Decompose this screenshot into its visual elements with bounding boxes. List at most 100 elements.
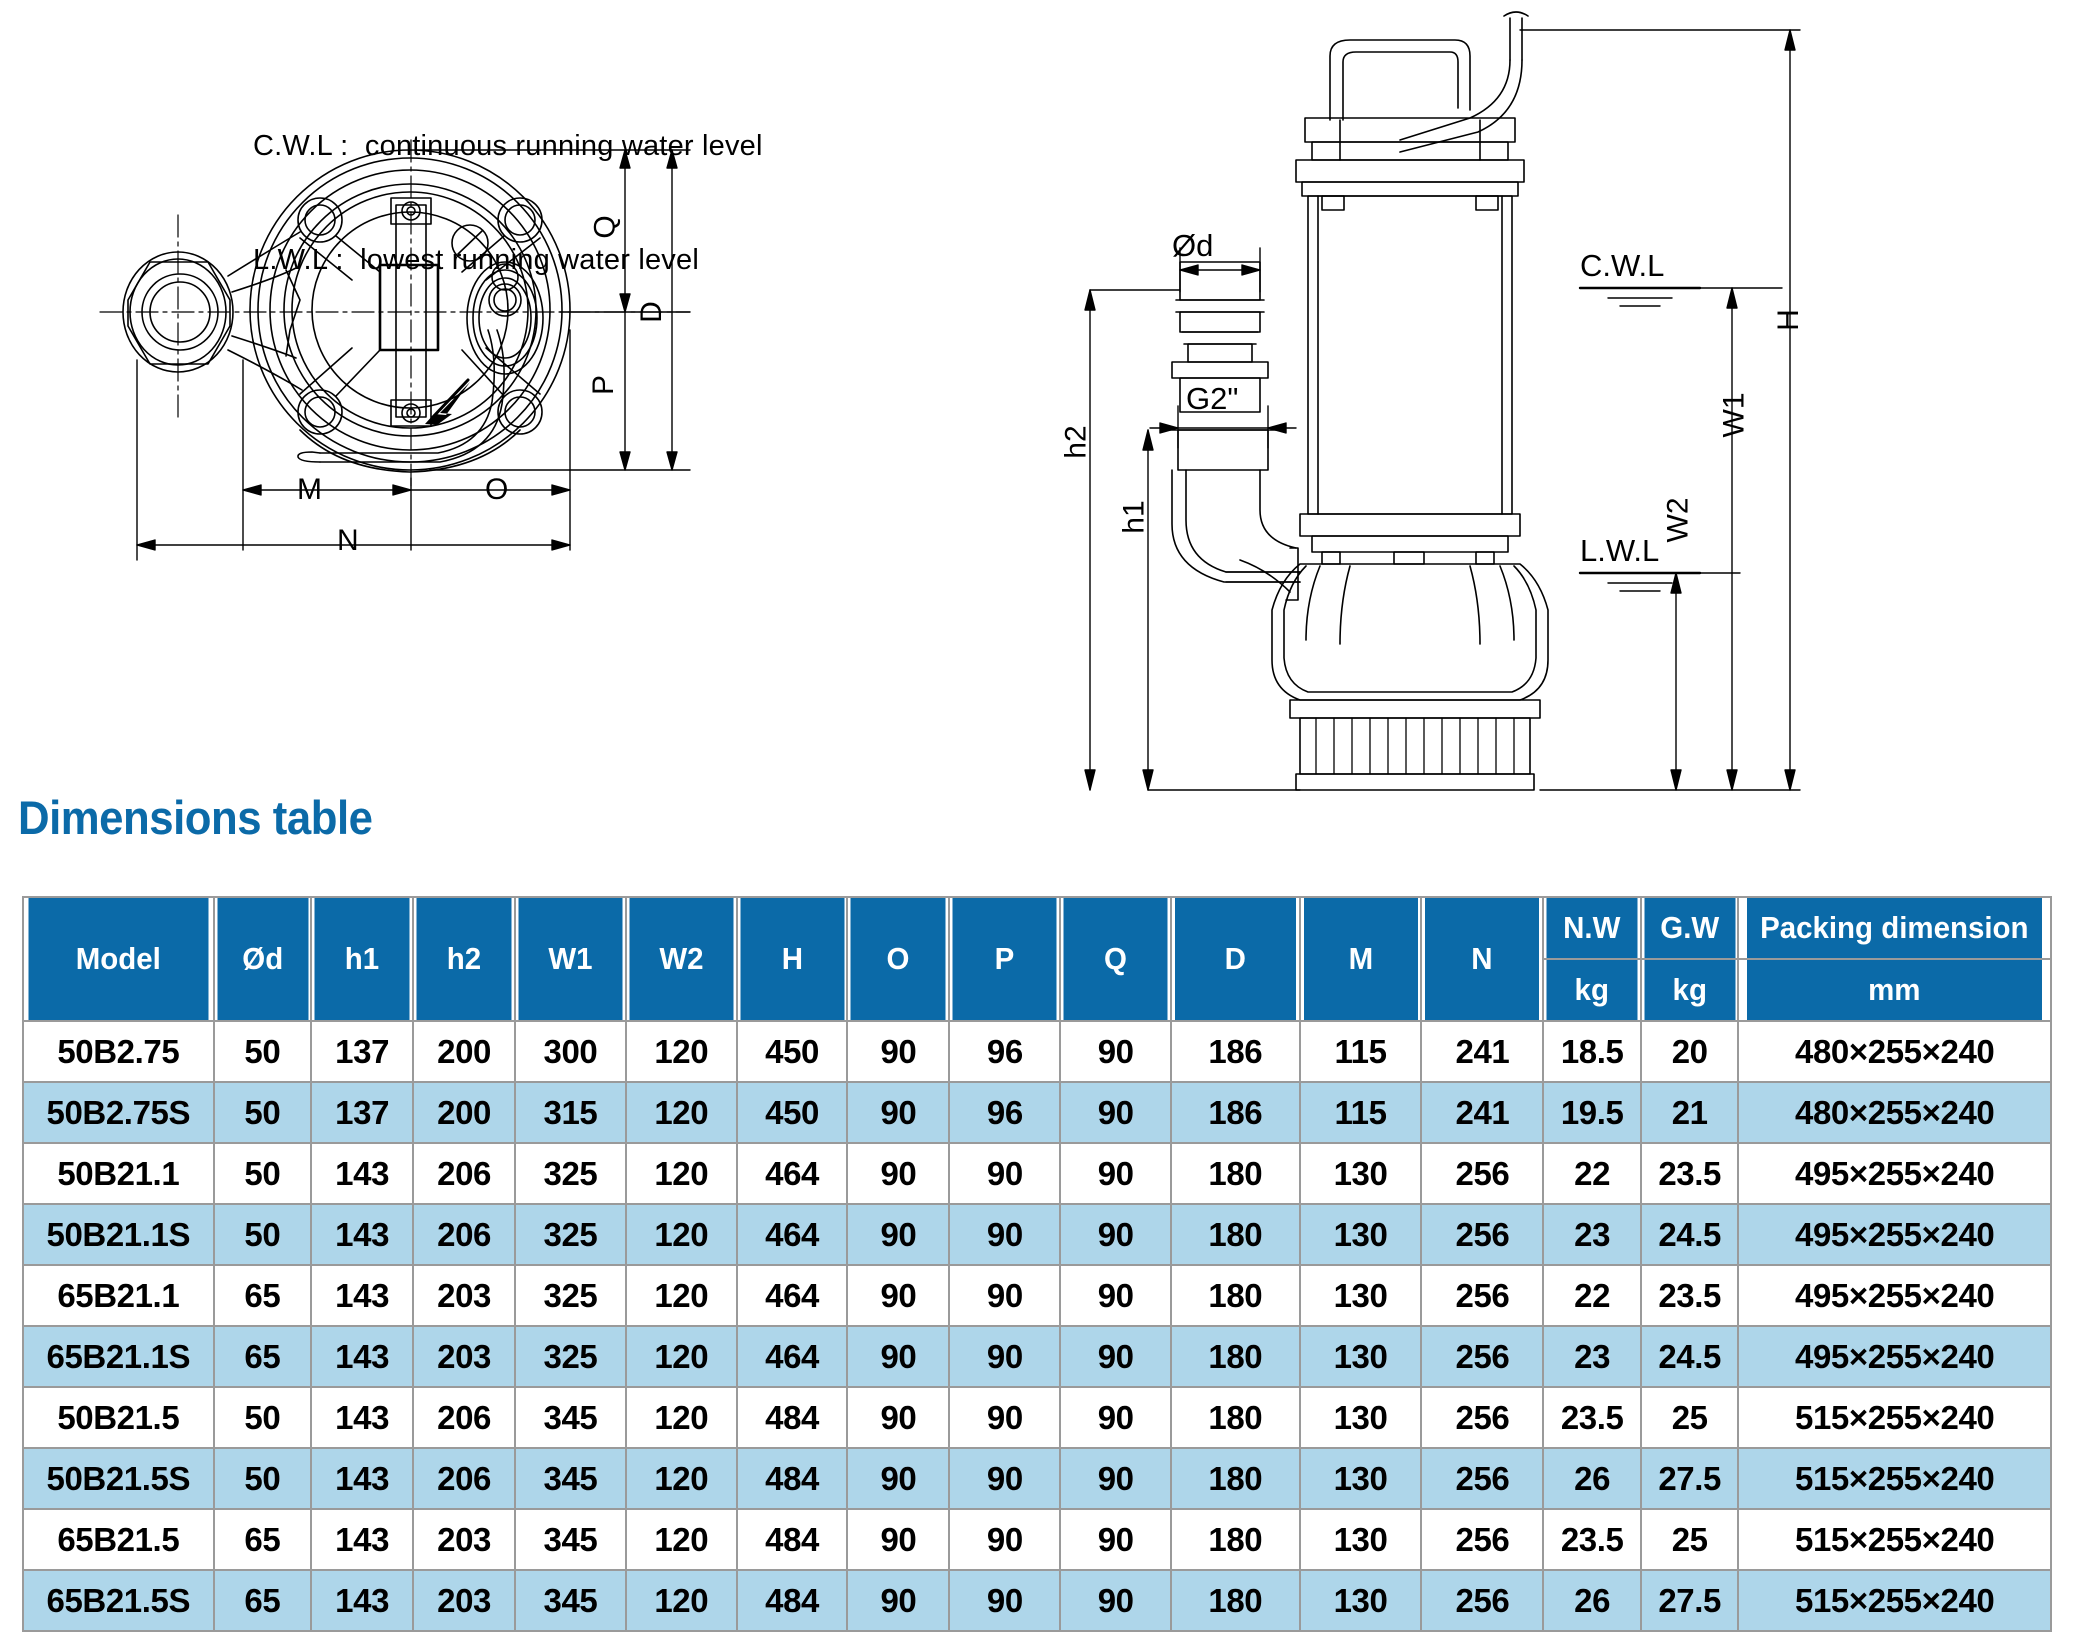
cell-h2: 203 <box>412 1264 517 1327</box>
cell-p: 90 <box>948 1508 1062 1571</box>
cell-packing: 495×255×240 <box>1737 1142 2052 1205</box>
cell-p: 90 <box>948 1386 1062 1449</box>
cell-h1: 137 <box>310 1020 415 1083</box>
cell-od: 50 <box>212 1447 313 1510</box>
cell-p: 90 <box>948 1142 1062 1205</box>
cell-w2: 120 <box>624 1203 738 1266</box>
cell-m: 130 <box>1298 1325 1423 1388</box>
cell-m: 130 <box>1298 1264 1423 1327</box>
cell-n: 241 <box>1420 1020 1545 1083</box>
col-header-m: M <box>1301 896 1420 1022</box>
cell-p: 90 <box>948 1203 1062 1266</box>
cell-n: 256 <box>1420 1386 1545 1449</box>
cell-od: 50 <box>212 1081 313 1144</box>
cell-p: 96 <box>948 1081 1062 1144</box>
cell-p: 90 <box>948 1325 1062 1388</box>
cell-nw: 23 <box>1542 1203 1642 1266</box>
cell-d: 180 <box>1170 1569 1301 1632</box>
header-row-primary: Model Ød h1 h2 W1 W2 H O P Q D M N N.W G… <box>23 896 2051 1022</box>
cell-n: 256 <box>1420 1508 1545 1571</box>
cell-h: 464 <box>735 1325 849 1388</box>
cell-q: 90 <box>1059 1020 1173 1083</box>
cell-o: 90 <box>846 1142 951 1205</box>
cell-h: 484 <box>735 1386 849 1449</box>
cell-h: 450 <box>735 1020 849 1083</box>
cell-h1: 137 <box>310 1081 415 1144</box>
cell-nw: 22 <box>1542 1264 1642 1327</box>
col-header-od: Ød <box>215 896 310 1022</box>
cell-gw: 27.5 <box>1639 1447 1740 1510</box>
cell-w1: 325 <box>514 1203 627 1266</box>
cell-model: 50B2.75S <box>22 1081 215 1144</box>
cell-h: 464 <box>735 1142 849 1205</box>
cell-h: 450 <box>735 1081 849 1144</box>
dim-label-D: D <box>634 301 668 323</box>
table-head: Model Ød h1 h2 W1 W2 H O P Q D M N N.W G… <box>23 896 2051 1022</box>
cell-packing: 495×255×240 <box>1737 1203 2052 1266</box>
cell-nw: 23.5 <box>1542 1386 1642 1449</box>
cell-h2: 206 <box>412 1203 517 1266</box>
level-label-lwl: L.W.L <box>1580 533 1660 568</box>
cell-h2: 206 <box>412 1142 517 1205</box>
cell-h: 464 <box>735 1203 849 1266</box>
cell-w2: 120 <box>624 1325 738 1388</box>
cell-od: 65 <box>212 1325 313 1388</box>
cell-w2: 120 <box>624 1081 738 1144</box>
cell-w2: 120 <box>624 1386 738 1449</box>
dimensions-table-wrapper: Model Ød h1 h2 W1 W2 H O P Q D M N N.W G… <box>22 896 2052 1632</box>
cell-nw: 23.5 <box>1542 1508 1642 1571</box>
cell-d: 180 <box>1170 1142 1301 1205</box>
col-header-w2: W2 <box>627 896 735 1022</box>
dim-label-W2: W2 <box>1661 497 1695 543</box>
dim-label-N: N <box>337 524 359 557</box>
cell-nw: 26 <box>1542 1569 1642 1632</box>
col-header-w1: W1 <box>516 896 625 1022</box>
dim-label-O: O <box>485 473 509 506</box>
cell-h2: 203 <box>412 1508 517 1571</box>
cell-n: 256 <box>1420 1264 1545 1327</box>
cell-nw: 23 <box>1542 1325 1642 1388</box>
cell-q: 90 <box>1059 1386 1173 1449</box>
cell-h1: 143 <box>310 1264 415 1327</box>
cell-model: 65B21.5S <box>22 1569 215 1632</box>
cell-model: 50B21.5 <box>22 1386 215 1449</box>
cell-h1: 143 <box>310 1142 415 1205</box>
cell-gw: 21 <box>1639 1081 1740 1144</box>
cell-d: 180 <box>1170 1264 1301 1327</box>
cell-h1: 143 <box>310 1203 415 1266</box>
cell-w1: 325 <box>514 1325 627 1388</box>
cell-p: 90 <box>948 1447 1062 1510</box>
col-header-n: N <box>1423 896 1542 1022</box>
dim-label-od: Ød <box>1172 228 1214 263</box>
cell-o: 90 <box>846 1569 951 1632</box>
cell-gw: 23.5 <box>1639 1264 1740 1327</box>
cell-w1: 325 <box>514 1142 627 1205</box>
cell-q: 90 <box>1059 1447 1173 1510</box>
dim-label-P: P <box>587 374 621 396</box>
cell-q: 90 <box>1059 1203 1173 1266</box>
cell-packing: 515×255×240 <box>1737 1386 2052 1449</box>
cell-h1: 143 <box>310 1386 415 1449</box>
cell-o: 90 <box>846 1325 951 1388</box>
cell-h2: 203 <box>412 1569 517 1632</box>
cell-nw: 19.5 <box>1542 1081 1642 1144</box>
col-header-h2: h2 <box>414 896 514 1022</box>
cell-n: 241 <box>1420 1081 1545 1144</box>
cell-model: 50B21.5S <box>22 1447 215 1510</box>
cell-p: 90 <box>948 1569 1062 1632</box>
cell-o: 90 <box>846 1264 951 1327</box>
cell-m: 130 <box>1298 1142 1423 1205</box>
cell-packing: 515×255×240 <box>1737 1447 2052 1510</box>
cell-o: 90 <box>846 1508 951 1571</box>
col-header-h: H <box>738 896 846 1022</box>
cell-p: 90 <box>948 1264 1062 1327</box>
cell-nw: 18.5 <box>1542 1020 1642 1083</box>
cell-o: 90 <box>846 1203 951 1266</box>
dim-label-g2: G2" <box>1186 381 1239 416</box>
cell-n: 256 <box>1420 1447 1545 1510</box>
